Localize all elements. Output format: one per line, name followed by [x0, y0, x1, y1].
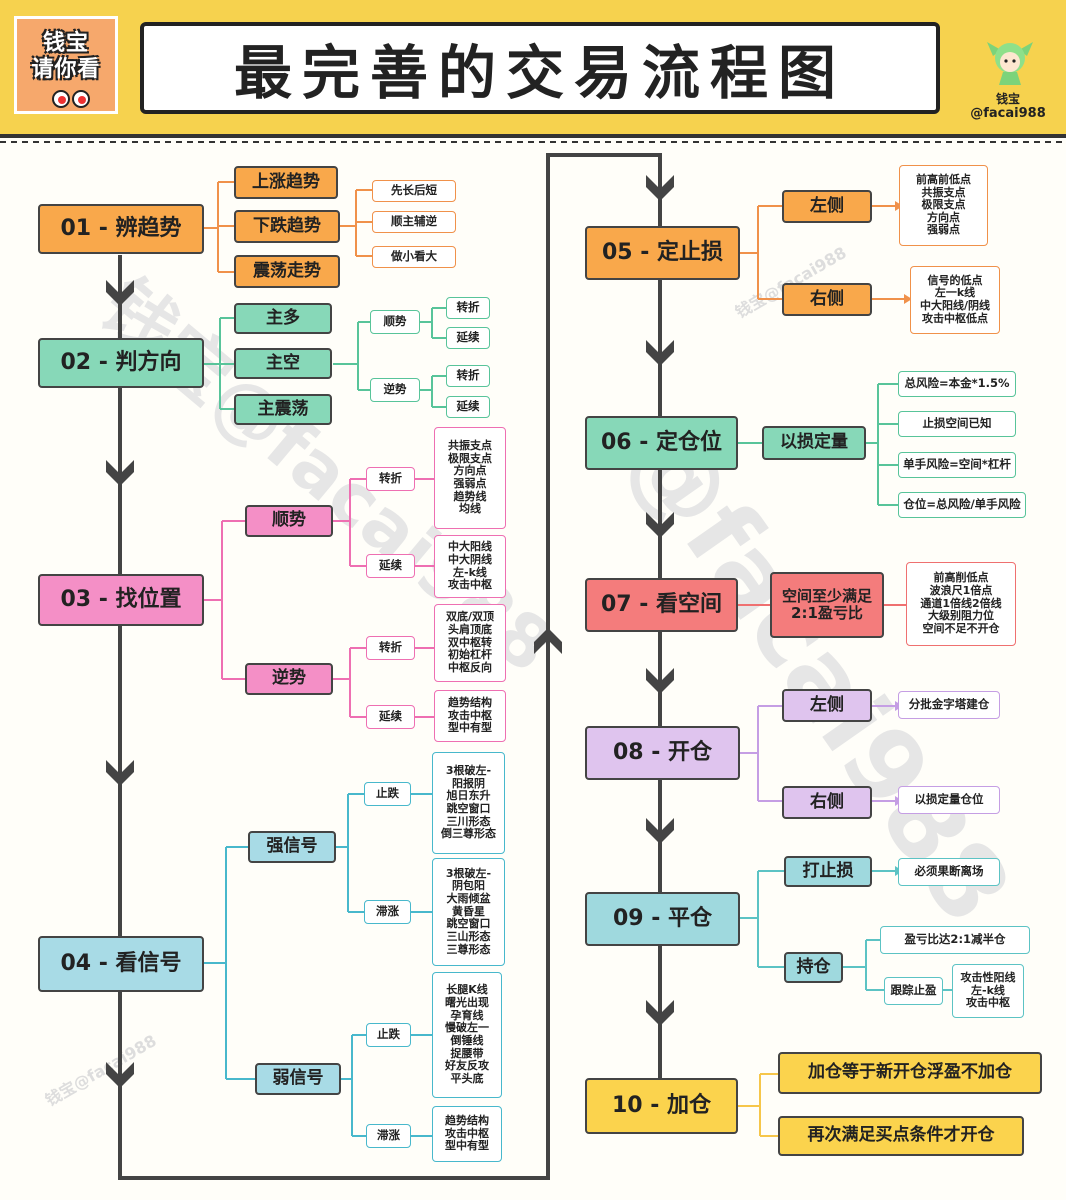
- mode-with-trend: 顺势: [370, 310, 420, 334]
- step-02-node[interactable]: 02 - 判方向: [38, 338, 204, 388]
- sizing-formula: 止损空间已知: [898, 411, 1016, 437]
- signal-weak[interactable]: 弱信号: [255, 1063, 341, 1095]
- author-name: 钱宝: [995, 92, 1020, 106]
- signal-list: 3根破左- 阳报阴 旭日东升 跳空窗口 三川形态 倒三尊形态: [432, 752, 505, 854]
- trend-range[interactable]: 震荡走势: [234, 255, 340, 288]
- stop-left-side[interactable]: 左侧: [782, 190, 872, 223]
- step-10-node[interactable]: 10 - 加仓: [585, 1078, 738, 1134]
- author-handle: @facai988: [970, 106, 1046, 121]
- mascot-icon: [987, 42, 1033, 85]
- mode-counter-trend: 逆势: [370, 378, 420, 402]
- logo-line-1: 钱宝: [42, 31, 89, 56]
- add-rule: 再次满足买点条件才开仓: [778, 1116, 1024, 1156]
- exit-action: 必须果断离场: [898, 858, 1000, 886]
- sizing-formula: 仓位=总风险/单手风险: [898, 492, 1026, 518]
- trend-tip: 做小看大: [372, 246, 456, 268]
- signal-kind: 止跌: [364, 782, 411, 806]
- stop-right-points: 信号的低点 左一k线 中大阳线/阴线 攻击中枢低点: [910, 266, 1000, 334]
- stop-left-points: 前高前低点 共振支点 极限支点 方向点 强弱点: [899, 165, 988, 246]
- mode-kind: 延续: [446, 327, 490, 349]
- entry-right-side[interactable]: 右侧: [782, 786, 872, 819]
- entry-action: 以损定量仓位: [898, 786, 1000, 814]
- step-06-node[interactable]: 06 - 定仓位: [585, 416, 738, 470]
- position-kind: 延续: [366, 705, 415, 729]
- trend-tip: 先长后短: [372, 180, 456, 202]
- entry-action: 分批金字塔建仓: [898, 691, 1000, 719]
- step-08-node[interactable]: 08 - 开仓: [585, 726, 740, 780]
- signal-kind: 止跌: [366, 1023, 411, 1047]
- sizing-method[interactable]: 以损定量: [762, 426, 866, 460]
- step-03-node[interactable]: 03 - 找位置: [38, 574, 204, 626]
- position-kind: 延续: [366, 554, 415, 578]
- step-07-node[interactable]: 07 - 看空间: [585, 578, 738, 632]
- signal-strong[interactable]: 强信号: [248, 831, 336, 863]
- page-title: 最完善的交易流程图: [233, 39, 846, 107]
- position-counter-trend[interactable]: 逆势: [245, 663, 333, 695]
- position-kind: 转折: [366, 467, 415, 491]
- trail-points: 攻击性阳线 左-k线 攻击中枢: [952, 964, 1024, 1018]
- step-04-node[interactable]: 04 - 看信号: [38, 936, 204, 992]
- exit-hold[interactable]: 持仓: [784, 952, 843, 983]
- direction-long[interactable]: 主多: [234, 303, 332, 334]
- space-notes: 前高削低点 波浪尺1倍点 通道1倍线2倍线 大级别阻力位 空间不足不开仓: [906, 562, 1016, 646]
- logo-badge: 钱宝 请你看: [14, 16, 118, 114]
- add-rule: 加仓等于新开仓浮盈不加仓: [778, 1052, 1042, 1094]
- position-with-trend[interactable]: 顺势: [245, 505, 333, 537]
- flow-arrows: [106, 175, 674, 1088]
- title-box: 最完善的交易流程图: [140, 22, 940, 114]
- signal-kind: 滞涨: [364, 900, 411, 924]
- mode-kind: 转折: [446, 297, 490, 319]
- position-list: 趋势结构 攻击中枢 型中有型: [434, 690, 506, 742]
- signal-list: 长腿K线 曙光出现 孕育线 慢破左一 倒锤线 捉腰带 好友反攻 平头底: [432, 972, 502, 1098]
- hold-action: 盈亏比达2:1减半仓: [880, 926, 1030, 954]
- exit-stop-loss[interactable]: 打止损: [784, 856, 872, 887]
- mode-kind: 转折: [446, 365, 490, 387]
- signal-list: 3根破左- 阴包阳 大雨倾盆 黄昏星 跳空窗口 三山形态 三尊形态: [432, 858, 505, 966]
- logo-line-2: 请你看: [31, 57, 101, 82]
- signal-list: 趋势结构 攻击中枢 型中有型: [432, 1106, 502, 1162]
- position-list: 中大阳线 中大阴线 左-k线 攻击中枢: [434, 535, 506, 598]
- hold-action: 跟踪止盈: [884, 977, 943, 1005]
- direction-short[interactable]: 主空: [234, 348, 332, 379]
- trend-uptrend[interactable]: 上涨趋势: [234, 166, 338, 199]
- entry-left-side[interactable]: 左侧: [782, 689, 872, 722]
- step-05-node[interactable]: 05 - 定止损: [585, 226, 740, 280]
- trend-downtrend[interactable]: 下跌趋势: [234, 210, 340, 243]
- step-09-node[interactable]: 09 - 平仓: [585, 892, 740, 946]
- stop-right-side[interactable]: 右侧: [782, 283, 872, 316]
- eyes-icon: [52, 90, 90, 108]
- position-list: 双底/双顶 头肩顶底 双中枢转 初始杠杆 中枢反向: [434, 604, 506, 682]
- header-banner: 钱宝 请你看 最完善的交易流程图 钱宝 @facai988: [0, 0, 1066, 138]
- sizing-formula: 单手风险=空间*杠杆: [898, 452, 1016, 478]
- trend-tip: 顺主辅逆: [372, 211, 456, 233]
- signal-kind: 滞涨: [366, 1124, 411, 1148]
- mode-kind: 延续: [446, 396, 490, 418]
- position-kind: 转折: [366, 636, 415, 660]
- direction-range[interactable]: 主震荡: [234, 394, 332, 425]
- step-01-node[interactable]: 01 - 辨趋势: [38, 204, 204, 254]
- position-list: 共振支点 极限支点 方向点 强弱点 趋势线 均线: [434, 427, 506, 529]
- space-rule[interactable]: 空间至少满足 2:1盈亏比: [770, 572, 884, 638]
- sizing-formula: 总风险=本金*1.5%: [898, 371, 1016, 397]
